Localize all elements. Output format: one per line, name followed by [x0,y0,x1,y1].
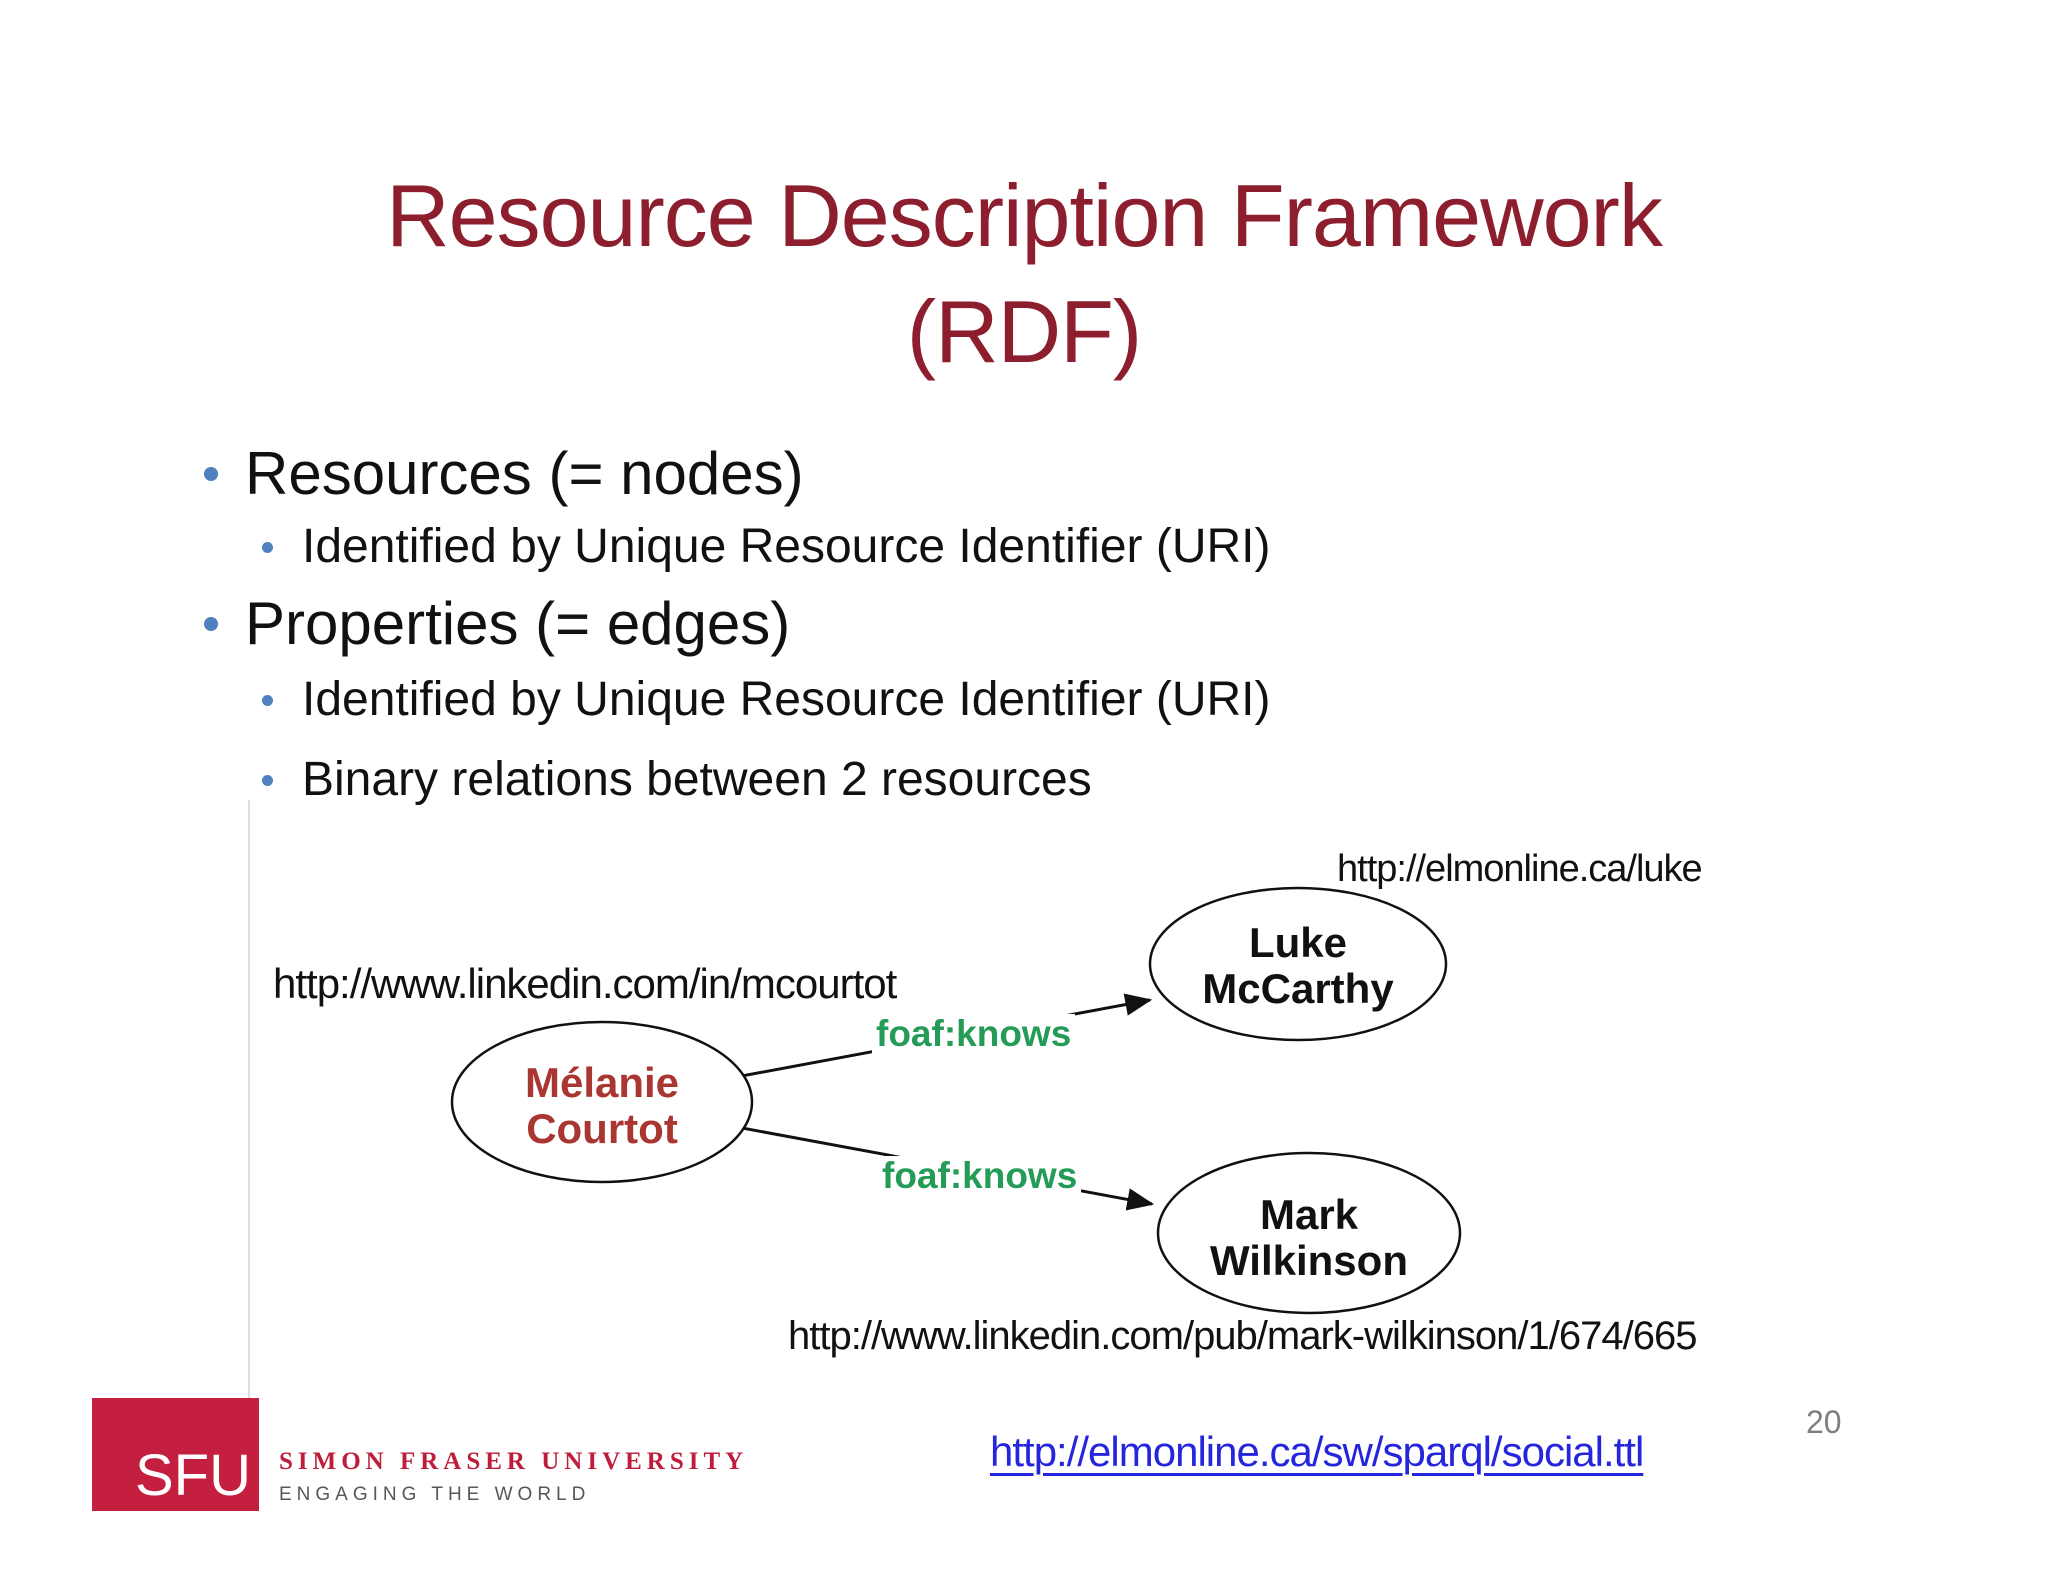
bullet-text: Identified by Unique Resource Identifier… [302,520,1271,573]
uri-label-melanie: http://www.linkedin.com/in/mcourtot [273,960,897,1007]
node-name-line: Mark [1259,1191,1359,1238]
footer-hyperlink[interactable]: http://elmonline.ca/sw/sparql/social.ttl [990,1428,1644,1475]
bullet-text: Identified by Unique Resource Identifier… [302,673,1271,726]
uri-label-luke: http://elmonline.ca/luke [1337,848,1703,890]
node-label-mark: Mark Wilkinson [1210,1192,1408,1284]
slide-title-line2: (RDF) [906,282,1142,381]
bullet-item-identified-uri-1: Identified by Unique Resource Identifier… [262,520,1270,574]
bullet-dot [262,541,273,553]
node-name-line: Wilkinson [1210,1237,1408,1284]
node-name-line: Mélanie [524,1059,680,1106]
bullet-item-properties: Properties (= edges) [204,591,790,657]
edge-label-foaf-knows-lower: foaf:knows [878,1156,1082,1196]
bullet-dot [204,617,218,631]
sfu-logo: SFU [92,1398,259,1511]
node-label-luke: Luke McCarthy [1202,920,1393,1012]
node-name-line: Courtot [526,1105,678,1152]
node-ellipse-mark [1156,1151,1462,1315]
bullet-dot [262,694,273,706]
node-ellipse-luke [1148,886,1448,1042]
page-number: 20 [1806,1404,1842,1440]
bullet-text: Properties (= edges) [245,590,791,657]
node-ellipse-melanie [450,1020,754,1184]
slide-title: Resource Description Framework (RDF) [0,158,2048,390]
bullet-item-binary-relations: Binary relations between 2 resources [262,753,1092,807]
sfu-university-name: SIMON FRASER UNIVERSITY [279,1448,749,1475]
bullet-dot [204,467,218,481]
bullet-dot [262,774,273,786]
bullet-text: Binary relations between 2 resources [302,753,1092,806]
bullet-item-identified-uri-2: Identified by Unique Resource Identifier… [262,673,1270,727]
bullet-item-resources: Resources (= nodes) [204,441,804,507]
uri-label-mark: http://www.linkedin.com/pub/mark-wilkins… [788,1314,1697,1358]
edge-label-foaf-knows-upper: foaf:knows [872,1014,1076,1054]
slide-title-line1: Resource Description Framework [386,166,1663,265]
node-name-line: Luke [1248,919,1348,966]
node-name-line: McCarthy [1202,965,1394,1012]
bullet-text: Resources (= nodes) [245,440,804,507]
content-divider-line [248,800,250,1398]
sfu-logo-acronym: SFU [135,1443,251,1508]
node-label-melanie: Mélanie Courtot [525,1060,679,1152]
sfu-tagline: ENGAGING THE WORLD [279,1484,591,1505]
